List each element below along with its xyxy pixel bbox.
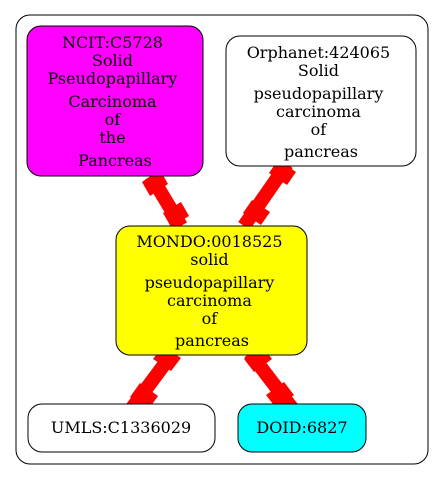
orphanet-line-1: Orphanet:424065: [247, 43, 391, 62]
node-ncit-label: NCIT:C5728 Solid Pseudopapillary Carcino…: [48, 33, 183, 170]
node-umls-label: UMLS:C1336029: [51, 418, 191, 437]
node-doid-label: DOID:6827: [256, 418, 347, 437]
node-doid-box: [237, 403, 367, 453]
ncit-line-3: Pseudopapillary: [48, 69, 178, 88]
node-umls-box: [27, 403, 216, 453]
orphanet-line-2: Solid: [298, 61, 339, 80]
orphanet-line-3: pseudopapillary: [254, 84, 384, 103]
node-umls[interactable]: UMLS:C1336029: [27, 403, 216, 453]
node-ncit-box: [26, 25, 204, 177]
node-doid[interactable]: DOID:6827: [237, 403, 367, 453]
ncit-line-4: Carcinoma: [68, 92, 157, 111]
mondo-line-6: pancreas: [175, 331, 249, 350]
ncit-line-5: of: [105, 110, 122, 129]
orphanet-line-4: carcinoma: [276, 102, 361, 121]
ncit-line-7: Pancreas: [78, 151, 152, 170]
ncit-line-2: Solid: [92, 51, 133, 70]
orphanet-line-5: of: [311, 120, 328, 139]
orphanet-line-6: pancreas: [284, 142, 358, 161]
node-mondo-box: [115, 225, 308, 356]
mondo-line-5: of: [202, 309, 219, 328]
node-ncit[interactable]: NCIT:C5728 Solid Pseudopapillary Carcino…: [26, 25, 204, 177]
mondo-line-3: pseudopapillary: [145, 273, 275, 292]
mondo-line-4: carcinoma: [167, 291, 252, 310]
ncit-line-6: the: [99, 128, 125, 147]
ncit-line-1: NCIT:C5728: [62, 33, 163, 52]
node-orphanet-label: Orphanet:424065 Solid pseudopapillary ca…: [247, 43, 396, 161]
node-orphanet-box: [225, 35, 417, 167]
mondo-line-2: solid: [190, 250, 228, 269]
node-orphanet[interactable]: Orphanet:424065 Solid pseudopapillary ca…: [225, 35, 417, 167]
node-mondo[interactable]: MONDO:0018525 solid pseudopapillary carc…: [115, 225, 308, 356]
node-mondo-label: MONDO:0018525 solid pseudopapillary carc…: [136, 232, 287, 350]
mondo-line-1: MONDO:0018525: [136, 232, 282, 251]
